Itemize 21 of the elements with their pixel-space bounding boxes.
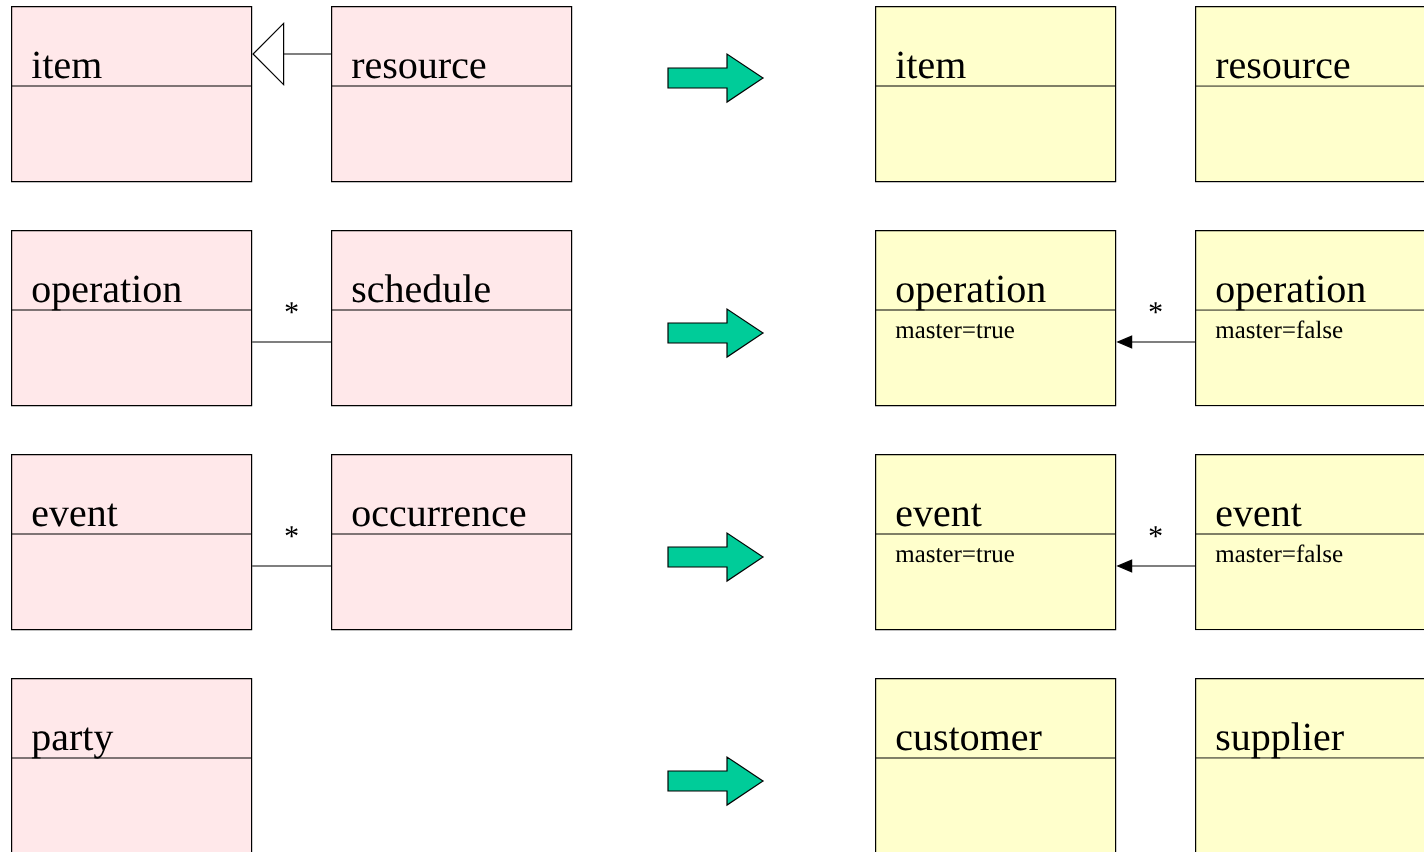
multiplicity-label: *	[1147, 525, 1165, 547]
class-box: resource	[1194, 6, 1424, 183]
class-box: operation master=false	[1194, 230, 1424, 407]
class-box: resource	[330, 6, 573, 183]
class-box: party	[10, 678, 253, 852]
class-box: supplier	[1194, 678, 1424, 852]
class-box: customer	[874, 678, 1117, 852]
class-box: item	[874, 6, 1117, 183]
multiplicity-label: *	[283, 525, 301, 547]
class-box: event master=true	[874, 454, 1117, 631]
multiplicity-label: *	[1147, 301, 1165, 323]
class-box: operation	[10, 230, 253, 407]
class-box: event	[10, 454, 253, 631]
class-box: item	[10, 6, 253, 183]
multiplicity-label: *	[283, 301, 301, 323]
connector	[251, 565, 332, 567]
class-box: event master=false	[1194, 454, 1424, 631]
class-box: operation master=true	[874, 230, 1117, 407]
class-box: occurrence	[330, 454, 573, 631]
connector	[251, 341, 332, 343]
class-box: schedule	[330, 230, 573, 407]
